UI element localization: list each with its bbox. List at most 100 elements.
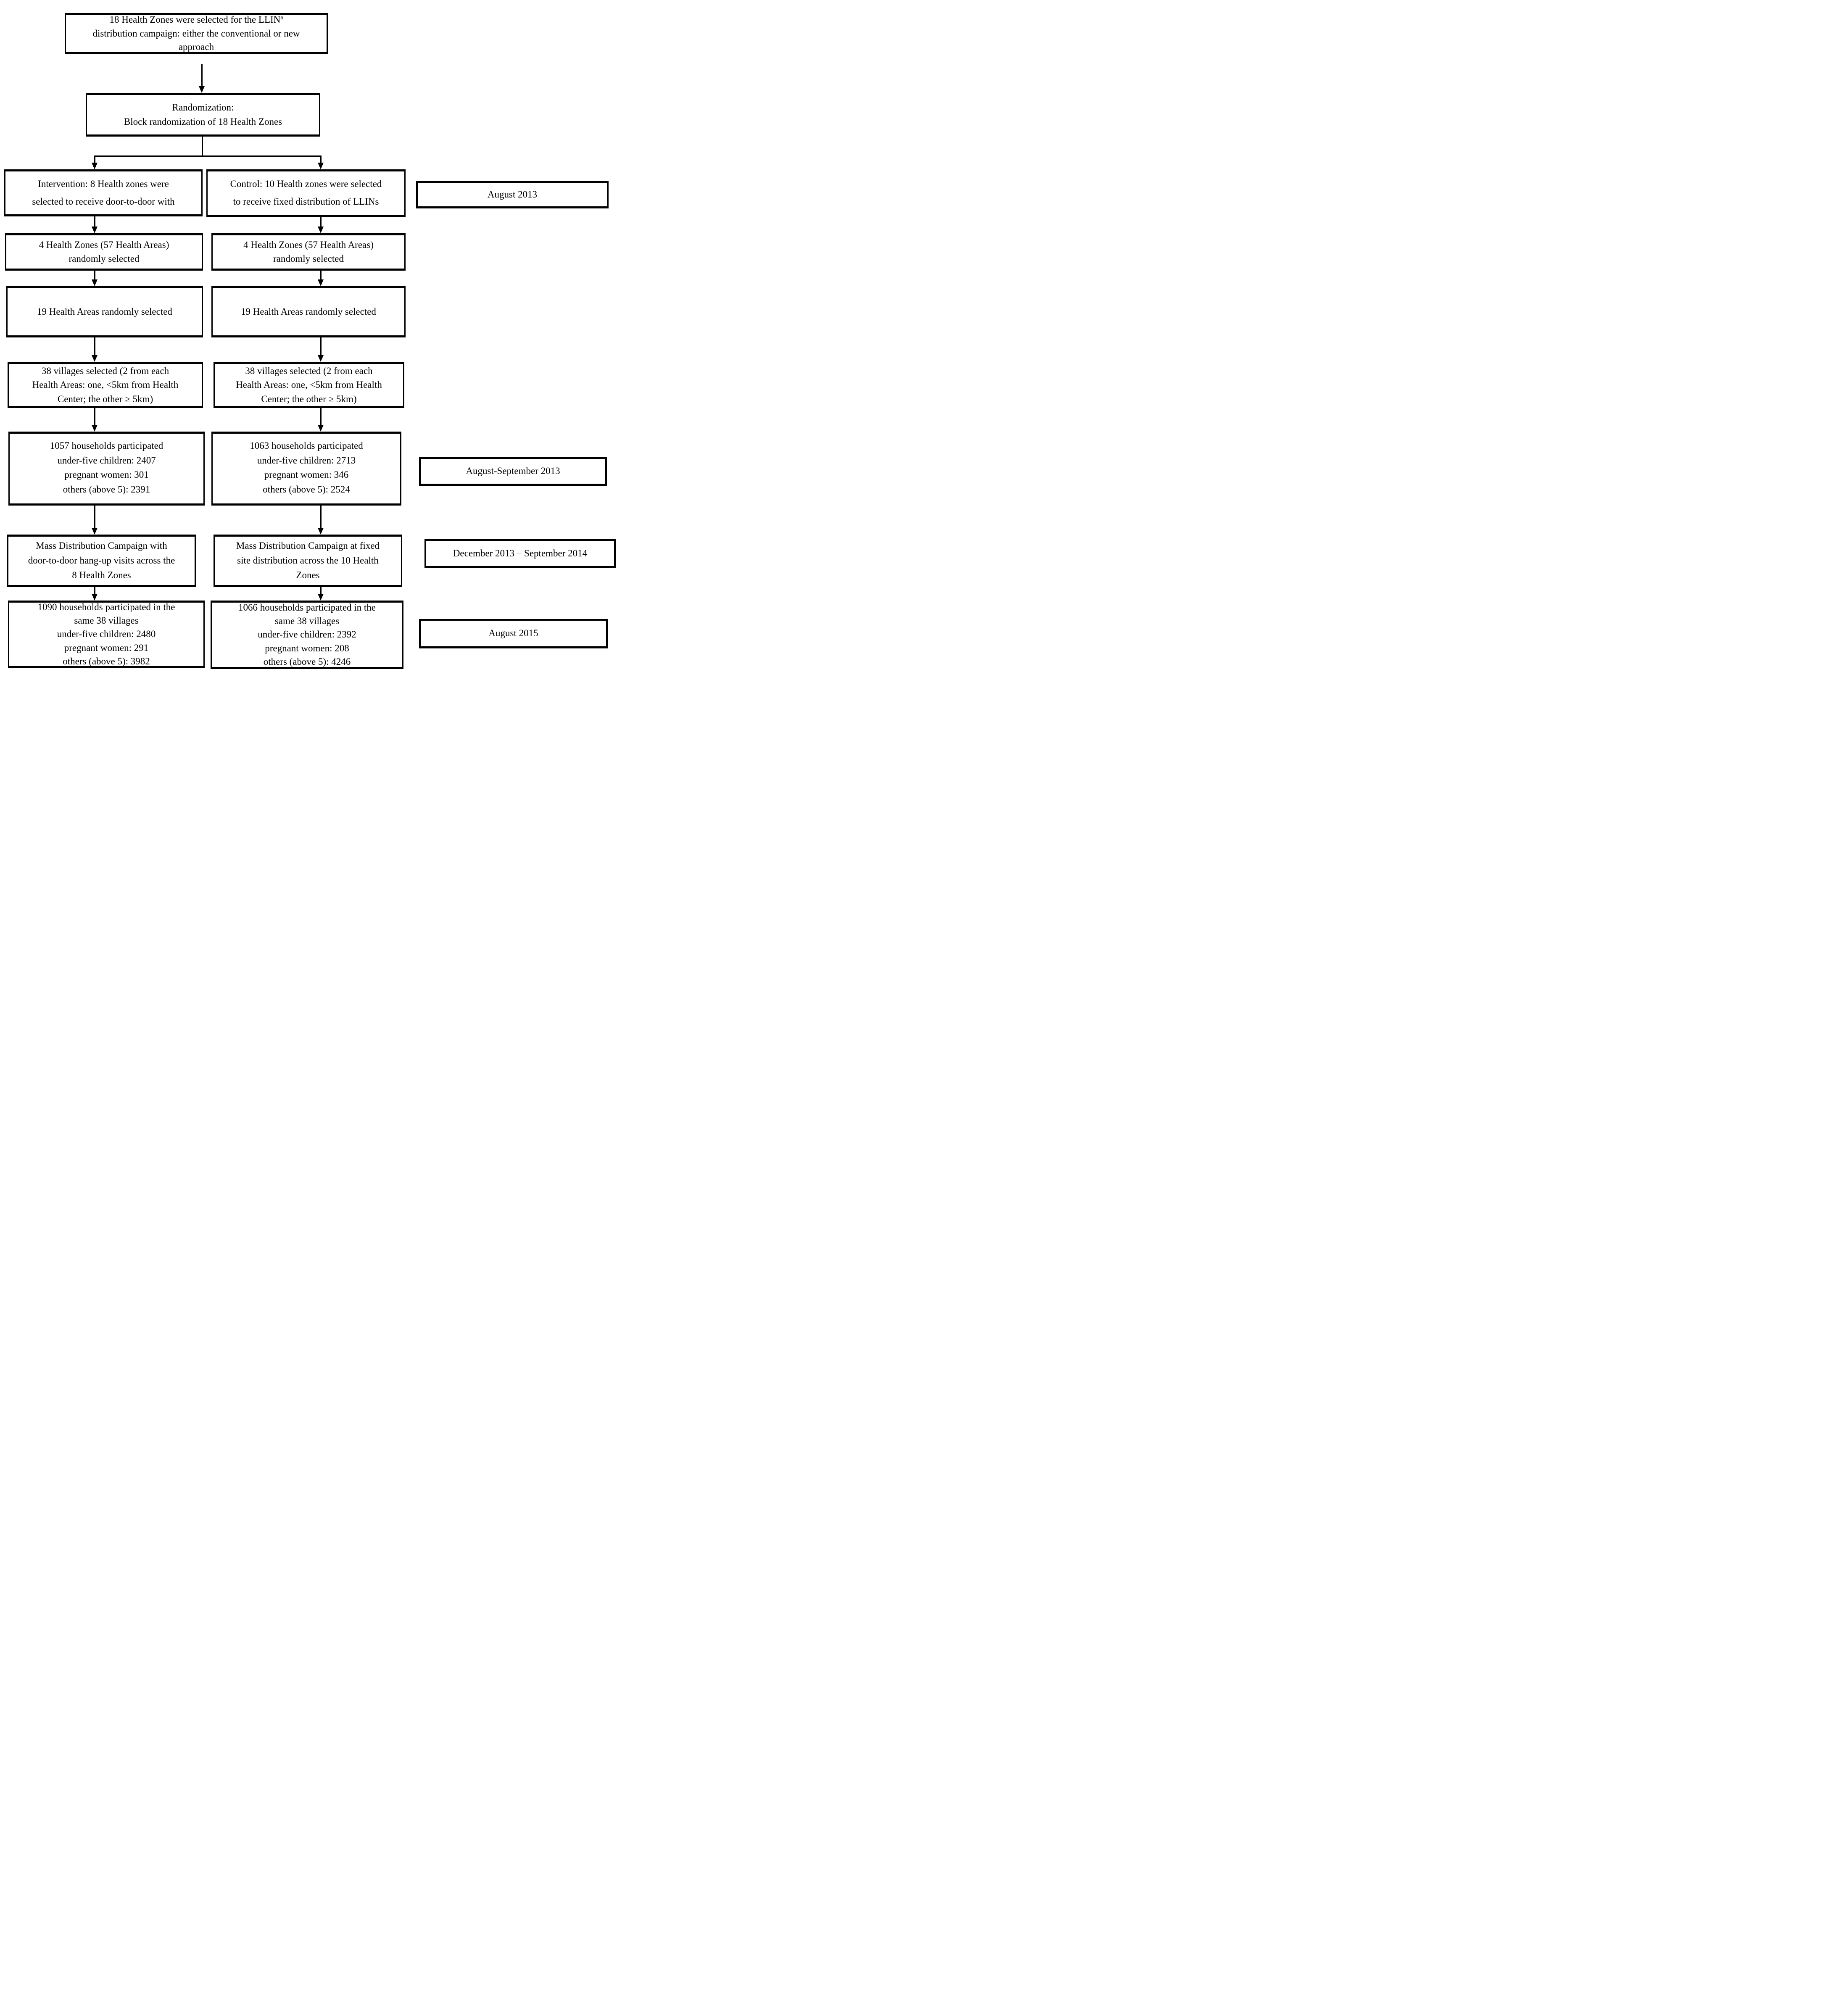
timeline-box-august-2015: August 2015 <box>419 619 608 648</box>
arrow-line-control-to-zones <box>320 217 322 227</box>
box-line: Block randomization of 18 Health Zones <box>124 116 282 127</box>
control-box: Control: 10 Health zones were selected t… <box>206 169 406 217</box>
arrow-line-campaign-to-followup-right <box>320 587 322 594</box>
arrow-line-zones-to-areas-left <box>94 271 95 279</box>
box-line: Randomization: <box>172 102 234 113</box>
box-line: randomly selected <box>273 253 344 264</box>
box-line: Health Areas: one, <5km from Health <box>32 379 179 390</box>
box-line: approach <box>178 42 214 53</box>
box-line: 1066 households participated in the <box>238 602 376 613</box>
box-line: 1090 households participated in the <box>37 602 175 613</box>
intervention-followup-box: 1090 households participated in the same… <box>8 601 205 668</box>
box-line: pregnant women: 291 <box>64 642 149 653</box>
box-line: site distribution across the 10 Health <box>237 555 379 566</box>
box-line: under-five children: 2407 <box>57 455 156 466</box>
intervention-health-zones-box: 4 Health Zones (57 Health Areas) randoml… <box>5 233 203 271</box>
box-line: Health Areas: one, <5km from Health <box>236 379 382 390</box>
box-line: Zones <box>296 570 320 581</box>
control-health-zones-box: 4 Health Zones (57 Health Areas) randoml… <box>211 233 406 271</box>
arrowhead-control-to-zones <box>318 227 324 233</box>
control-health-areas-box: 19 Health Areas randomly selected <box>211 286 406 337</box>
box-line: under-five children: 2480 <box>57 629 156 640</box>
arrow-line-villages-to-baseline-right <box>320 408 322 425</box>
box-line: Mass Distribution Campaign at fixed <box>236 540 380 551</box>
footnote-marker: a <box>280 14 283 21</box>
timeline-box-august-september-2013: August-September 2013 <box>419 457 607 486</box>
box-line: Control: 10 Health zones were selected <box>230 178 382 189</box>
box-line: Center; the other ≥ 5km) <box>57 393 153 404</box>
intervention-villages-box: 38 villages selected (2 from each Health… <box>8 362 203 408</box>
arrow-line-split-left <box>94 155 95 163</box>
arrowhead-zones-to-areas-left <box>92 279 98 286</box>
box-line: others (above 5): 3982 <box>63 656 150 666</box>
control-baseline-box: 1063 households participated under-five … <box>211 432 401 506</box>
box-line-text: 18 Health Zones were selected for the LL… <box>109 14 281 25</box>
arrowhead-areas-to-villages-left <box>92 355 98 362</box>
box-line: 38 villages selected (2 from each <box>245 365 373 376</box>
box-line: others (above 5): 4246 <box>263 656 351 667</box>
intervention-baseline-box: 1057 households participated under-five … <box>8 432 205 506</box>
arrow-line-campaign-to-followup-left <box>94 587 95 594</box>
arrow-line-areas-to-villages-left <box>94 337 95 355</box>
arrowhead-top-to-randomization <box>199 86 205 93</box>
timeline-label: December 2013 – September 2014 <box>453 548 588 558</box>
box-line: 1063 households participated <box>250 440 363 451</box>
box-line: distribution campaign: either the conven… <box>92 28 300 39</box>
arrow-line-split-right <box>320 155 322 163</box>
intervention-box: Intervention: 8 Health zones were select… <box>4 169 203 216</box>
box-line: same 38 villages <box>74 615 139 626</box>
control-villages-box: 38 villages selected (2 from each Health… <box>214 362 404 408</box>
arrowhead-villages-to-baseline-right <box>318 425 324 432</box>
arrowhead-split-left <box>92 163 98 169</box>
arrow-line-top-to-randomization <box>201 64 203 86</box>
randomization-box: Randomization: Block randomization of 18… <box>86 93 320 137</box>
box-line: 18 Health Zones were selected for the LL… <box>69 13 323 27</box>
arrow-line-intervention-to-zones <box>94 216 95 227</box>
timeline-label: August-September 2013 <box>466 466 560 477</box>
arrowhead-split-right <box>318 163 324 169</box>
timeline-label: August 2013 <box>487 189 538 200</box>
arrowhead-baseline-to-campaign-left <box>92 528 98 535</box>
box-line: selected to receive door-to-door with <box>32 196 175 207</box>
box-line: 19 Health Areas randomly selected <box>37 306 172 317</box>
control-followup-box: 1066 households participated in the same… <box>211 601 403 669</box>
box-line: Intervention: 8 Health zones were <box>38 178 169 189</box>
box-line: randomly selected <box>69 253 140 264</box>
arrowhead-campaign-to-followup-left <box>92 594 98 601</box>
arrowhead-zones-to-areas-right <box>318 279 324 286</box>
box-line: pregnant women: 346 <box>264 469 349 480</box>
box-line: 19 Health Areas randomly selected <box>241 306 376 317</box>
arrow-line-baseline-to-campaign-left <box>94 506 95 528</box>
box-line: others (above 5): 2524 <box>263 484 350 495</box>
box-line: others (above 5): 2391 <box>63 484 150 495</box>
arrowhead-areas-to-villages-right <box>318 355 324 362</box>
box-line: 8 Health Zones <box>72 570 131 581</box>
box-line: 38 villages selected (2 from each <box>41 365 169 376</box>
arrow-line-areas-to-villages-right <box>320 337 322 355</box>
consort-flow-diagram: 18 Health Zones were selected for the LL… <box>0 0 616 672</box>
box-line: pregnant women: 208 <box>265 643 349 653</box>
box-line: 4 Health Zones (57 Health Areas) <box>243 239 374 250</box>
intervention-health-areas-box: 19 Health Areas randomly selected <box>6 286 203 337</box>
box-line: pregnant women: 301 <box>64 469 149 480</box>
arrow-line-villages-to-baseline-left <box>94 408 95 425</box>
box-line: Center; the other ≥ 5km) <box>261 393 357 404</box>
box-line: under-five children: 2713 <box>257 455 356 466</box>
arrowhead-villages-to-baseline-left <box>92 425 98 432</box>
connector-split-horizontal <box>94 155 321 157</box>
box-line: same 38 villages <box>274 616 340 627</box>
timeline-label: August 2015 <box>488 628 538 639</box>
timeline-box-august-2013: August 2013 <box>416 181 609 208</box>
box-line: 4 Health Zones (57 Health Areas) <box>39 239 169 250</box>
box-line: Mass Distribution Campaign with <box>36 540 167 551</box>
timeline-box-december-2013-september-2014: December 2013 – September 2014 <box>424 539 616 568</box>
arrowhead-campaign-to-followup-right <box>318 594 324 601</box>
box-line: door-to-door hang-up visits across the <box>28 555 175 566</box>
arrowhead-baseline-to-campaign-right <box>318 528 324 535</box>
box-line: under-five children: 2392 <box>258 629 356 640</box>
arrow-line-zones-to-areas-right <box>320 271 322 279</box>
connector-randomization-stub <box>202 137 203 156</box>
control-campaign-box: Mass Distribution Campaign at fixed site… <box>214 535 402 587</box>
top-box: 18 Health Zones were selected for the LL… <box>65 13 328 54</box>
box-line: to receive fixed distribution of LLINs <box>233 196 379 207</box>
